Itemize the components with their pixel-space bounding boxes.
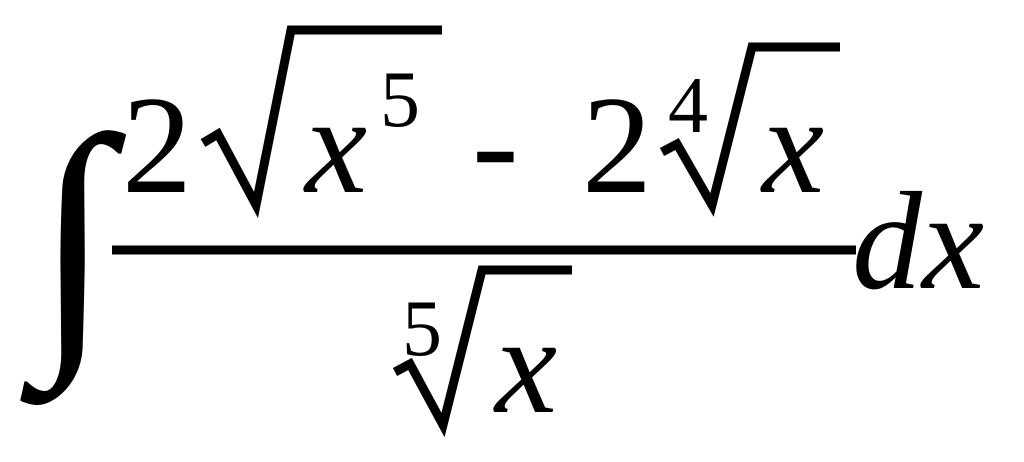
numerator-term1-coefficient: 2 xyxy=(122,68,192,223)
denominator-root-index: 5 xyxy=(402,285,442,373)
numerator-operator: - xyxy=(472,66,519,221)
numerator-term2-root-index: 4 xyxy=(668,62,708,150)
numerator-term2-coefficient: 2 xyxy=(582,68,652,223)
denominator-variable: x xyxy=(493,288,557,443)
denominator-radical xyxy=(392,265,572,438)
numerator-term2-radical xyxy=(659,42,840,217)
differential-d: d xyxy=(852,164,923,319)
numerator-term1-variable: x xyxy=(303,68,367,223)
differential-variable: x xyxy=(920,164,984,319)
numerator-term1-radical xyxy=(200,25,442,219)
numerator-term2-variable: x xyxy=(760,68,824,223)
numerator-term1-exponent: 5 xyxy=(380,56,420,144)
integral-sign: ∫ xyxy=(18,80,127,409)
